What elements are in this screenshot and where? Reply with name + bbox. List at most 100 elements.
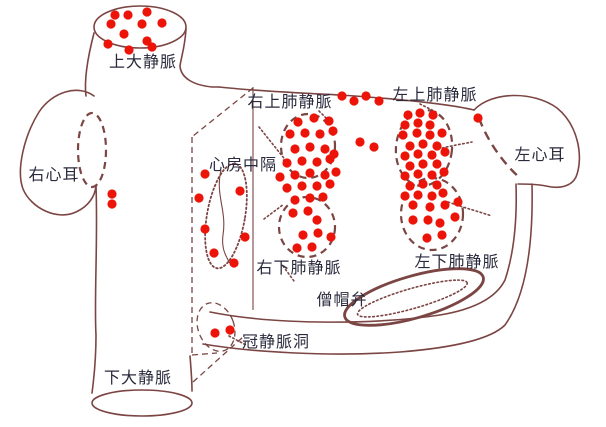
mitral-valve-orifice-dotted [356,279,469,318]
focus-dot [157,18,167,28]
coronary-sinus-band-inner [209,183,518,323]
focus-dot [413,169,423,179]
focus-dot [432,180,442,190]
left-atrial-appendage-ostium-arc [477,117,522,180]
label-coronary-sinus: 冠静脈洞 [242,332,310,351]
focus-dot [285,129,295,139]
focus-dot [209,248,219,258]
focus-dot [453,197,463,207]
focus-dot [408,200,418,210]
focus-dot [303,206,313,216]
focus-dot [119,29,129,39]
focus-dot [428,110,438,120]
focus-dot [413,149,423,159]
focus-dot [440,200,450,210]
focus-dots [103,7,483,338]
focus-dot [427,150,437,160]
atrial-septum-ellipse [204,162,248,270]
focus-dot [297,181,307,191]
focus-dot [437,128,447,138]
fold-line-top [192,87,254,137]
label-right-superior-pulmonary-vein: 右上肺静脈 [247,92,332,111]
focus-dot [225,325,235,335]
leader-right-inferior-pv-short [282,265,295,282]
dots-superior-vena-cava [103,7,167,55]
focus-dot [427,191,437,201]
focus-dot [103,39,113,49]
mitral-valve-group [343,267,485,327]
label-inferior-vena-cava: 下大静脈 [104,368,172,387]
focus-dot [369,142,379,152]
focus-dot [312,215,322,225]
focus-dot [305,168,315,178]
focus-dot [325,154,335,164]
focus-dot [400,151,410,161]
vena-cava-right-edge-lower [189,355,193,392]
label-mitral-valve: 僧帽弁 [316,290,367,309]
focus-dot [123,10,133,20]
leader-left-inferior-pv [447,201,493,217]
inferior-vena-cava-opening [91,389,193,417]
vena-cava-left-edge-lower [91,185,98,394]
focus-dot [422,233,432,243]
focus-dot [290,195,300,205]
focus-dot [315,129,325,139]
right-superior-pulmonary-vein-ellipse [279,112,337,180]
focus-dot [418,159,428,169]
focus-dot [309,113,319,123]
focus-dot [290,170,300,180]
vena-cava-right-edge-upper [179,28,220,88]
focus-dot [307,242,317,252]
focus-dot [147,42,157,52]
focus-dot [405,141,415,151]
label-left-inferior-pulmonary-vein: 左下肺静脈 [414,252,499,271]
focus-dot [425,120,435,130]
coronary-sinus-ellipse [196,302,236,352]
focus-dot [355,137,365,147]
focus-dot [240,232,250,242]
fold-line-horizontal [191,352,218,356]
focus-dot [435,218,445,228]
focus-dot [437,230,447,240]
focus-dot [473,113,483,123]
leader-left-appendage [437,141,473,150]
focus-dot [425,130,435,140]
focus-dot [425,202,435,212]
focus-dot [325,179,335,189]
dots-left-atrial-appendage [473,113,483,123]
focus-dot [423,215,433,225]
focus-dot [427,170,437,180]
focus-dot [288,208,298,218]
focus-dot [432,159,442,169]
dots-right-pulmonary-veins [275,113,341,253]
coronary-sinus-band-outer [202,183,533,355]
focus-dot [326,232,336,242]
focus-dot [320,144,330,154]
focus-dot [439,167,449,177]
focus-dot [324,116,334,126]
focus-dot [229,258,239,268]
focus-dot [418,139,428,149]
left-atrial-appendage-outline [473,94,581,189]
focus-dot [275,172,285,182]
focus-dot [282,183,292,193]
focus-dot [235,186,245,196]
focus-dot [305,142,315,152]
fold-line-bottom [192,336,244,383]
focus-dot [312,157,322,167]
focus-dot [293,117,303,127]
focus-dot [320,170,330,180]
focus-dot [405,161,415,171]
label-superior-vena-cava: 上大静脈 [109,52,177,71]
label-left-atrial-appendage: 左心耳 [514,145,565,164]
focus-dot [349,96,359,106]
label-atrial-septum: 心房中隔 [209,155,277,174]
mitral-valve-ellipse [343,267,485,327]
label-right-atrial-appendage: 右心耳 [28,165,79,184]
focus-dot [107,199,117,209]
focus-dot [450,212,460,222]
focus-dot [297,156,307,166]
focus-dot [413,190,423,200]
focus-dot [124,45,134,55]
